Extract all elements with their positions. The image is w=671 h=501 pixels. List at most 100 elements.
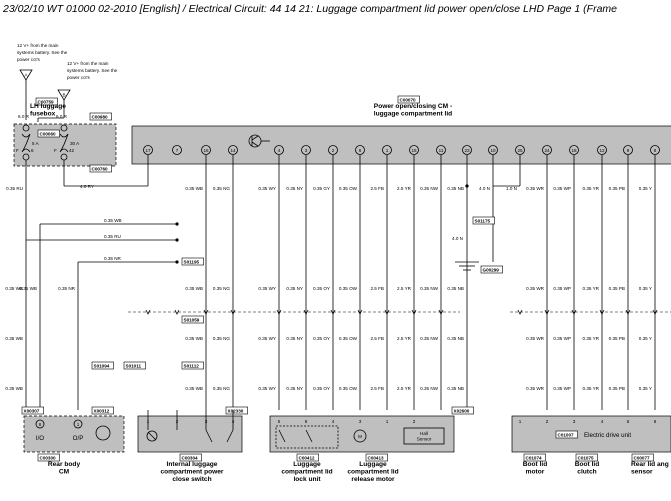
boot-motor-code-box (523, 453, 546, 462)
wire-color-mid: 0.35 Y (639, 286, 652, 291)
switch-contact-icon (205, 429, 213, 443)
motor-code2-box (451, 406, 474, 415)
cm-pin-label: 14 (230, 148, 236, 153)
drive-code-box (555, 430, 578, 439)
hall-sensor-label: Sensor (417, 437, 432, 442)
splice-dot (465, 184, 469, 188)
cm-pin (462, 145, 472, 155)
cm-pin-label: 9 (627, 148, 630, 153)
splice-dot (175, 238, 179, 242)
fusebox-code-right-box (89, 112, 112, 121)
wire-color-low: 0.35 WR (526, 336, 545, 341)
lock-name: lock unit (293, 476, 321, 483)
connector-break (544, 309, 550, 315)
cm-pin-label: 16 (203, 148, 209, 153)
splice-s1112: S01112 (184, 363, 200, 368)
cm-pin (301, 145, 311, 155)
rear-body-code: C00300 (40, 455, 57, 460)
wire-color-top: 0.35 NB (447, 186, 464, 191)
fusebox-code-left-box (37, 129, 60, 138)
wire-color-top: 2.5 YR (397, 186, 412, 191)
cm-code: C00070 (400, 97, 417, 102)
wire-color-low: 2.5 FB (370, 336, 384, 341)
wire-color-top: 0.35 NY (286, 186, 303, 191)
wire-color-top: 0.35 NW (420, 186, 439, 191)
switch-code-box (179, 453, 202, 462)
connector-break (384, 309, 390, 315)
boot-clutch-code: C01075 (578, 455, 595, 460)
motor-code2: X02600 (454, 408, 470, 413)
splice-s1175-box (472, 216, 495, 225)
wire-color-low: 0.35 OW (339, 336, 358, 341)
wire-color-top: 0.35 WB (185, 186, 203, 191)
rear-body-pin-label: 8 (39, 422, 42, 427)
wire-color-mid: 0.35 PB (609, 286, 625, 291)
supply-marker-a (19, 69, 33, 81)
wire-color-low: 0.35 Y (639, 336, 652, 341)
drive-label: Electric drive unit (584, 432, 631, 439)
cm-pin-label: 15 (411, 148, 417, 153)
wire-color-low: 2.5 YR (397, 336, 412, 341)
connector-break (276, 309, 282, 315)
lock-pin-label: 3 (359, 419, 362, 424)
switch-code: C00304 (182, 455, 199, 460)
wire-color-mid: 0.35 NY (286, 286, 303, 291)
connector-break (438, 309, 444, 315)
connector-break (357, 309, 363, 315)
wire-color-mid: 0.35 YR (582, 286, 599, 291)
supply-marker-a-label: A (24, 73, 28, 78)
cm-pin-label: 23 (464, 148, 470, 153)
rear-body-pin (73, 419, 83, 429)
wire-color-top: 0.35 PB (609, 186, 625, 191)
connector-break (411, 309, 417, 315)
wire-color-low2: 0.35 Y (639, 386, 652, 391)
motor-code-box (365, 453, 388, 462)
branch-wb: 0.35 WB (104, 218, 122, 223)
cm-pin-label: 4 (278, 148, 281, 153)
wire-color-low: 0.35 NW (420, 336, 439, 341)
cm-pin (355, 145, 365, 155)
wire-color-low2: 0.35 YR (582, 386, 599, 391)
wire-color-mid: 0.35 NG (213, 286, 231, 291)
transistor-icon (251, 141, 259, 147)
connector-break (174, 309, 180, 315)
fusebox-code-right: C00980 (92, 114, 109, 119)
connector-break (303, 309, 309, 315)
transistor-icon (251, 135, 259, 141)
cm-pin (274, 145, 284, 155)
drive-pin-label: 4 (601, 419, 604, 424)
wire-color-top: 0.35 WP (553, 186, 571, 191)
cm-pin-label: 17 (145, 148, 151, 153)
lock-switch-icon (278, 429, 286, 443)
drive-unit-body (511, 415, 671, 453)
cm-code-box (397, 95, 420, 104)
splice-s1195: S01195 (184, 259, 200, 264)
switch-name: compartment power (160, 469, 223, 476)
wire-color-low: 0.35 NB (447, 336, 464, 341)
splice-s1011: S01011 (126, 363, 142, 368)
wire-color-low2: 0.35 WR (526, 386, 545, 391)
switch-code2-box (225, 406, 248, 415)
rear-sensor-code-box (631, 453, 654, 462)
wire-color-low2: 2.5 YR (397, 386, 412, 391)
boot-motor-name: Boot lid (523, 461, 548, 468)
rear-body-cm-body (23, 415, 125, 453)
rear-body-pin (35, 419, 45, 429)
cm-pin (201, 145, 211, 155)
connector-break (145, 309, 151, 315)
wire-color-mid: 0.35 WY (258, 286, 276, 291)
rear-body-pin-label: 1 (77, 422, 80, 427)
lock-name: compartment lid (281, 469, 332, 476)
fuse-letter: F (54, 148, 57, 153)
supply-note-2: 12 V+ from the main (67, 61, 109, 66)
motor-icon (353, 429, 367, 443)
fusebox-code-top: C00759 (38, 99, 55, 104)
wire-color-mid: 0.35 NB (447, 286, 464, 291)
branch-nr: 0.35 NR (104, 256, 122, 261)
cm-body (131, 125, 671, 165)
splice-dot (175, 222, 179, 226)
lock-switch-icon (305, 429, 313, 443)
rear-sensor-name: Rear lid ang (631, 461, 669, 468)
drive-pin-label: 3 (573, 419, 576, 424)
splice-s1011-box (123, 361, 146, 370)
